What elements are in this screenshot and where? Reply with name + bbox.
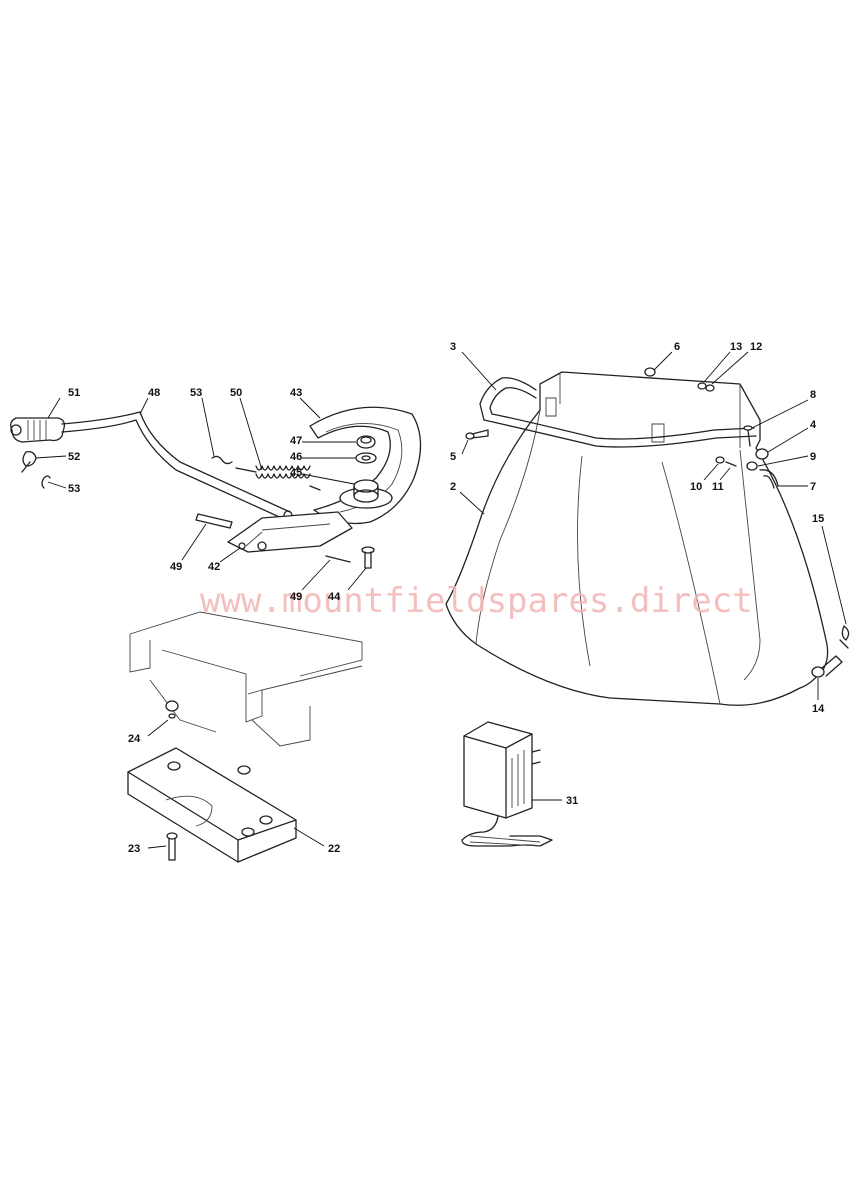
callout-47: 47 bbox=[290, 435, 302, 447]
callout-46: 46 bbox=[290, 451, 302, 463]
callout-48: 48 bbox=[148, 387, 160, 399]
watermark-text: www.mountfieldspares.direct bbox=[200, 581, 753, 621]
callout-51: 51 bbox=[68, 387, 80, 399]
part-49-pin bbox=[195, 513, 351, 563]
callout-15: 15 bbox=[812, 513, 824, 525]
callout-52: 52 bbox=[68, 451, 80, 463]
callout-3: 3 bbox=[450, 341, 456, 353]
callout-53-top: 53 bbox=[190, 387, 202, 399]
part-13-part-12-washers bbox=[697, 382, 715, 392]
callout-49-left: 49 bbox=[170, 561, 182, 573]
callout-49-right: 49 bbox=[290, 591, 302, 603]
callout-6: 6 bbox=[674, 341, 680, 353]
part-31-charger bbox=[461, 721, 553, 847]
part-48-lever-rod bbox=[61, 411, 293, 522]
callout-42: 42 bbox=[208, 561, 220, 573]
leader-lines bbox=[35, 351, 847, 849]
part-6-nut bbox=[644, 367, 656, 377]
part-45-bush bbox=[353, 479, 379, 503]
callout-12: 12 bbox=[750, 341, 762, 353]
part-52-split-pin bbox=[21, 450, 37, 473]
part-53-clip bbox=[41, 455, 233, 489]
part-5-screw bbox=[465, 429, 489, 440]
frame-outline bbox=[129, 611, 363, 747]
part-50-spring bbox=[235, 465, 321, 491]
part-22-mount-block bbox=[127, 747, 297, 863]
callout-14: 14 bbox=[812, 703, 825, 715]
callout-22: 22 bbox=[328, 843, 340, 855]
part-42-bracket bbox=[227, 511, 353, 553]
part-44-bolt bbox=[361, 546, 375, 569]
part-47-nut bbox=[356, 435, 376, 449]
part-14-stud bbox=[811, 655, 843, 678]
part-24-nut bbox=[165, 700, 179, 719]
part-7-rod bbox=[759, 469, 779, 489]
callout-8: 8 bbox=[810, 389, 816, 401]
callout-45: 45 bbox=[290, 467, 302, 479]
callout-4: 4 bbox=[810, 419, 817, 431]
callout-2: 2 bbox=[450, 481, 456, 493]
callout-53-bottom: 53 bbox=[68, 483, 80, 495]
part-15-clip bbox=[839, 625, 850, 649]
callout-44: 44 bbox=[328, 591, 341, 603]
callout-50: 50 bbox=[230, 387, 242, 399]
part-43-guard-plate bbox=[309, 406, 422, 525]
callout-43: 43 bbox=[290, 387, 302, 399]
callout-13: 13 bbox=[730, 341, 742, 353]
callout-24: 24 bbox=[128, 733, 141, 745]
callout-5: 5 bbox=[450, 451, 456, 463]
part-51-grip bbox=[10, 417, 66, 443]
callout-23: 23 bbox=[128, 843, 140, 855]
callout-10: 10 bbox=[690, 481, 702, 493]
part-46-washer bbox=[355, 452, 377, 464]
callout-11: 11 bbox=[712, 481, 724, 493]
part-10-part-11-fixings bbox=[715, 456, 737, 467]
part-4-knob bbox=[755, 448, 769, 460]
callout-7: 7 bbox=[810, 481, 816, 493]
part-2-grass-bag bbox=[445, 371, 829, 706]
callout-labels: 51 48 53 50 43 47 46 45 52 53 49 42 49 4… bbox=[68, 341, 825, 855]
callout-9: 9 bbox=[810, 451, 816, 463]
part-9-spacer bbox=[746, 461, 758, 471]
part-3-top-frame bbox=[479, 377, 757, 448]
callout-31: 31 bbox=[566, 795, 578, 807]
part-23-bolt bbox=[166, 832, 178, 861]
